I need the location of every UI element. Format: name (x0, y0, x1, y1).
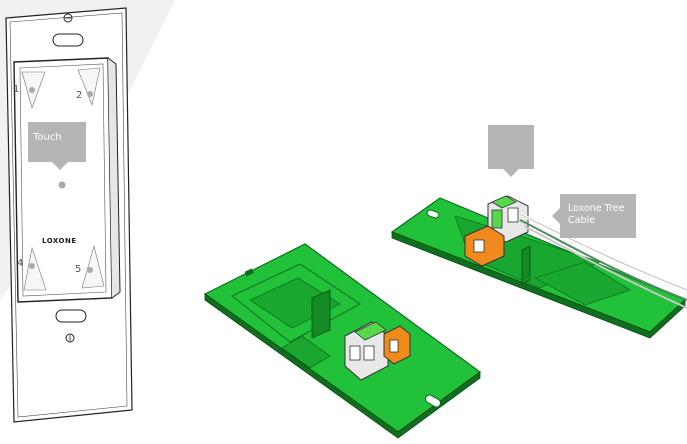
pcb-front (203, 243, 482, 439)
button-number-5: 5 (75, 264, 82, 275)
wall-switch (5, 7, 133, 423)
tree-cable-green (519, 219, 687, 301)
direction-callout (488, 125, 534, 177)
brand-logo: LOXONE (42, 237, 77, 245)
tree-cable-callout: Loxone Tree Cable (552, 194, 636, 238)
tree-cable-gray (523, 225, 687, 309)
button-number-2: 2 (76, 90, 83, 101)
screw-icon (63, 13, 73, 23)
mounting-slot (55, 309, 87, 323)
button-4-dot (29, 263, 35, 269)
terminal-block (464, 195, 529, 267)
pcb-back (390, 195, 687, 339)
terminal-block (344, 321, 411, 381)
button-2-dot (87, 91, 93, 97)
button-1-dot (29, 87, 35, 93)
button-3-dot (58, 181, 66, 189)
screw-icon (65, 333, 75, 343)
button-number-4: 4 (17, 258, 24, 269)
button-number-1: 1 (13, 84, 20, 95)
button-5-dot (87, 267, 93, 273)
mounting-slot (52, 33, 84, 47)
touch-label: Touch (33, 132, 62, 143)
touch-callout: Touch (28, 122, 86, 170)
tree-cable-label: Loxone Tree Cable (568, 203, 625, 226)
